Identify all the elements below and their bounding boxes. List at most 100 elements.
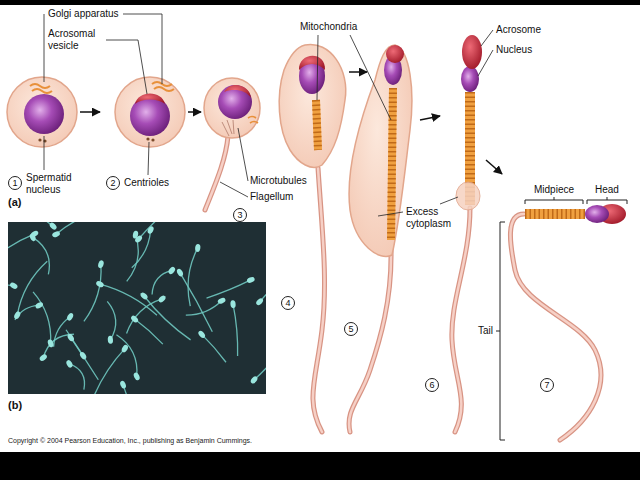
structure-label: Golgi apparatus: [48, 8, 119, 20]
region-label: Head: [595, 184, 619, 196]
spermatid-stage-4: [316, 100, 318, 150]
structure-label: Excess cytoplasm: [406, 206, 456, 229]
spermatid-stage-5: [391, 88, 393, 240]
leader-line: [148, 142, 149, 175]
spermatid-stage-2: [135, 94, 165, 105]
micrograph-sperm: [29, 233, 37, 242]
spermatid-stage-6: [452, 35, 482, 432]
micrograph-sperm: [250, 375, 259, 384]
spermatid-stage-2: [152, 82, 174, 91]
leader-line: [106, 40, 147, 94]
micrograph-sperm: [71, 338, 99, 380]
micrograph-sperm: [133, 372, 141, 381]
spermatid-stage-3: [204, 78, 260, 138]
micrograph-sperm: [33, 237, 50, 274]
spermatid-stage-6: [452, 208, 470, 432]
stage-arrow: [349, 71, 367, 73]
micrograph-sperm: [51, 230, 60, 238]
spermatid-stage-6: [461, 66, 479, 92]
stage-arrow: [80, 111, 100, 113]
spermatid-stage-2: [115, 77, 185, 147]
leader-line: [378, 212, 403, 216]
spermatid-stage-3: [204, 78, 260, 210]
spermatid-stage-3: [218, 85, 252, 119]
micrograph-sperm: [132, 230, 151, 268]
mature-sperm-stage-7: [525, 209, 585, 219]
micrograph-sperm: [69, 364, 84, 390]
callout-number: 1: [8, 176, 22, 190]
structure-label: Flagellum: [250, 191, 293, 203]
micrograph-sperm: [95, 280, 105, 288]
spermatid-stage-5: [349, 250, 391, 432]
micrograph-sperm: [260, 265, 266, 302]
micrograph-sperm: [197, 330, 206, 339]
micrograph-sperm: [246, 276, 255, 284]
spermatid-stage-2: [151, 138, 154, 141]
spermatid-stage-1: [24, 94, 64, 134]
structure-label: Mitochondria: [300, 21, 357, 33]
callout-number: 2: [106, 176, 120, 190]
leader-line: [238, 128, 248, 181]
stage-arrow: [486, 160, 502, 174]
spermatid-stage-5: [349, 250, 391, 432]
micrograph-sperm: [39, 353, 49, 362]
micrograph-sperm: [13, 310, 21, 320]
bracket: [496, 197, 627, 440]
spermatid-stage-3: [205, 136, 228, 210]
micrograph-sperm: [66, 333, 75, 343]
micrograph-sperm: [157, 294, 166, 303]
callout-number: 7: [540, 378, 554, 392]
frame-bars: [0, 452, 640, 480]
mature-sperm-stage-7: [510, 214, 600, 440]
micrograph-sperm: [176, 268, 184, 278]
spermatid-stage-4: [313, 168, 325, 432]
spermatid-stage-4: [279, 44, 346, 167]
micrograph-sperm: [48, 222, 57, 231]
micrograph-sperm: [17, 261, 47, 315]
micrograph-sperm: [188, 248, 198, 306]
spermatid-stage-5: [349, 45, 412, 432]
panel-letter: (b): [8, 399, 22, 412]
micrograph-sperm: [84, 264, 101, 321]
micrograph: [0, 203, 295, 426]
micrograph-sperm: [127, 299, 163, 334]
micrograph-sperm: [47, 339, 55, 348]
micrograph-sperm: [121, 344, 130, 354]
micrograph-sperm: [100, 284, 157, 315]
spermatid-stage-2: [146, 137, 149, 140]
leader-line: [350, 35, 391, 120]
spermatid-stage-3: [222, 120, 234, 136]
micrograph-sperm: [33, 292, 51, 344]
spermatid-stage-3: [205, 136, 228, 210]
spermatid-stage-6: [456, 182, 480, 210]
micrograph-sperm: [135, 319, 163, 344]
spermatid-stage-5: [386, 45, 404, 63]
micrograph-sperm: [152, 270, 172, 294]
leader-line: [317, 35, 318, 100]
mature-sperm-stage-7: [510, 204, 626, 440]
micrograph-sperm: [180, 273, 212, 332]
micrograph-sperm: [230, 300, 236, 308]
callout-number: 4: [281, 296, 295, 310]
stage-arrow: [80, 72, 502, 174]
micrograph-sperm: [207, 280, 251, 298]
leader-line: [44, 136, 45, 170]
micrograph: [8, 222, 266, 394]
leader-line: [44, 14, 493, 216]
spermatid-stage-1: [7, 77, 77, 147]
callout-number: 6: [425, 378, 439, 392]
leader-line: [123, 14, 162, 84]
micrograph-sperm: [8, 262, 14, 285]
stage-arrow: [420, 116, 440, 120]
spermatid-stage-3: [224, 85, 251, 98]
spermatid-stage-4: [299, 56, 325, 70]
spermatid-stage-5: [391, 88, 393, 240]
leader-line: [481, 30, 493, 46]
micrograph-sperm: [54, 317, 71, 347]
micrograph-sperm: [8, 222, 266, 394]
structure-label: Centrioles: [124, 177, 169, 189]
spermatid-stage-5: [349, 45, 412, 257]
mature-sperm-stage-7: [585, 205, 609, 223]
